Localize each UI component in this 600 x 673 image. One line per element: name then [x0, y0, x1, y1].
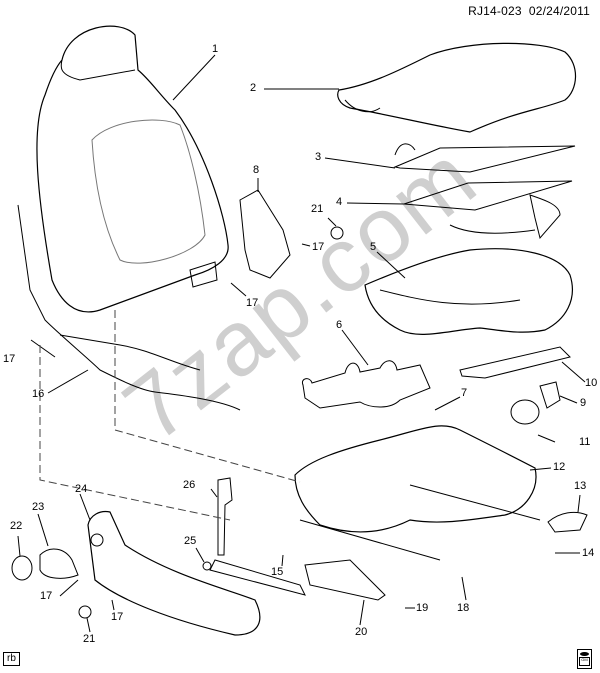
callout-8[interactable]: 8: [253, 164, 260, 176]
leader-25: [195, 547, 205, 563]
seat-cushion-cover-part[interactable]: [337, 42, 577, 133]
leader-7: [434, 396, 461, 411]
leader-11: [537, 434, 556, 443]
callout-26[interactable]: 26: [183, 479, 196, 491]
callout-10[interactable]: 10: [585, 377, 598, 389]
leader-15: [281, 554, 284, 567]
diagram-date: 02/24/2011: [528, 4, 590, 18]
leader-23: [37, 513, 49, 547]
bolt-part[interactable]: [202, 561, 212, 571]
seat-belt-buckle-inner-part[interactable]: [217, 477, 233, 556]
leader-13: [577, 494, 581, 513]
callout-18[interactable]: 18: [457, 602, 470, 614]
callout-2[interactable]: 2: [250, 82, 257, 94]
callout-1[interactable]: 1: [212, 43, 219, 55]
callout-23[interactable]: 23: [32, 501, 45, 513]
seat-adjuster-handle-part[interactable]: [547, 511, 588, 533]
callout-9[interactable]: 9: [580, 397, 587, 409]
recliner-cap-part[interactable]: [11, 555, 33, 581]
leader-4: [346, 202, 405, 205]
leader-17e: [111, 599, 115, 611]
recliner-cover-part[interactable]: [239, 189, 291, 279]
leader-6: [341, 329, 369, 366]
callout-25[interactable]: 25: [184, 535, 197, 547]
callout-7[interactable]: 7: [461, 387, 468, 399]
leader-3: [324, 157, 396, 169]
leader-9: [559, 395, 578, 404]
plug-part-lower[interactable]: [78, 605, 92, 619]
callout-21-a[interactable]: 21: [311, 203, 324, 215]
leader-21-upper: [327, 217, 337, 227]
seat-adjuster-frame-part[interactable]: [294, 425, 541, 561]
leader-10: [561, 361, 586, 383]
callout-11[interactable]: 11: [579, 436, 591, 448]
leader-24: [79, 493, 91, 521]
leader-12: [529, 467, 552, 471]
leader-17b: [301, 243, 311, 247]
seat-side-shield-part[interactable]: [87, 510, 261, 636]
seat-track-cover-part[interactable]: [304, 559, 386, 601]
leader-17a: [30, 339, 56, 358]
callout-5[interactable]: 5: [370, 241, 377, 253]
callout-19[interactable]: 19: [416, 602, 429, 614]
seat-back-part[interactable]: [36, 25, 229, 313]
seat-spring-part[interactable]: [301, 360, 431, 409]
callout-14[interactable]: 14: [582, 547, 595, 559]
callout-22[interactable]: 22: [10, 520, 23, 532]
leader-20: [359, 599, 365, 626]
gm-logo-icon: GM: [577, 649, 592, 669]
leader-5: [376, 251, 406, 279]
callout-21-b[interactable]: 21: [83, 633, 96, 645]
callout-16[interactable]: 16: [32, 388, 45, 400]
leader-26: [210, 488, 218, 498]
callout-20[interactable]: 20: [355, 626, 368, 638]
leader-21-lower: [86, 617, 91, 633]
seat-trim-panel-part[interactable]: [459, 346, 571, 379]
diagram-header: RJ14-023 02/24/2011: [468, 4, 590, 18]
recliner-handle-part[interactable]: [39, 548, 79, 579]
plug-part-upper[interactable]: [330, 226, 344, 240]
callout-24[interactable]: 24: [75, 483, 88, 495]
callout-15[interactable]: 15: [271, 566, 284, 578]
callout-17-a[interactable]: 17: [3, 353, 16, 365]
leader-17d: [59, 579, 79, 597]
callout-6[interactable]: 6: [336, 319, 343, 331]
seat-cushion-pad-part[interactable]: [364, 248, 573, 335]
callout-3[interactable]: 3: [315, 151, 322, 163]
occupant-sensor-mat-part[interactable]: [403, 180, 573, 240]
seat-wiring-harness-part[interactable]: [17, 204, 241, 411]
callout-17-e[interactable]: 17: [111, 611, 124, 623]
callout-17-d[interactable]: 17: [40, 590, 53, 602]
logo-top-shape: [580, 652, 589, 656]
callout-17-c[interactable]: 17: [246, 297, 259, 309]
callout-12[interactable]: 12: [553, 461, 566, 473]
callout-17-b[interactable]: 17: [312, 241, 325, 253]
leader-1: [172, 54, 216, 101]
leader-16: [47, 369, 89, 394]
diagram-code: RJ14-023: [468, 4, 522, 18]
leader-18: [461, 576, 467, 601]
callout-13[interactable]: 13: [574, 480, 587, 492]
corner-tag: rb: [3, 652, 20, 666]
seat-belt-buckle-part[interactable]: [510, 381, 561, 425]
callout-4[interactable]: 4: [336, 196, 343, 208]
leader-17c: [230, 282, 247, 297]
logo-text: GM: [579, 657, 590, 666]
leader-22: [17, 535, 21, 557]
seat-heater-pad-part[interactable]: [393, 143, 576, 173]
lumbar-cable-part[interactable]: [209, 559, 306, 596]
